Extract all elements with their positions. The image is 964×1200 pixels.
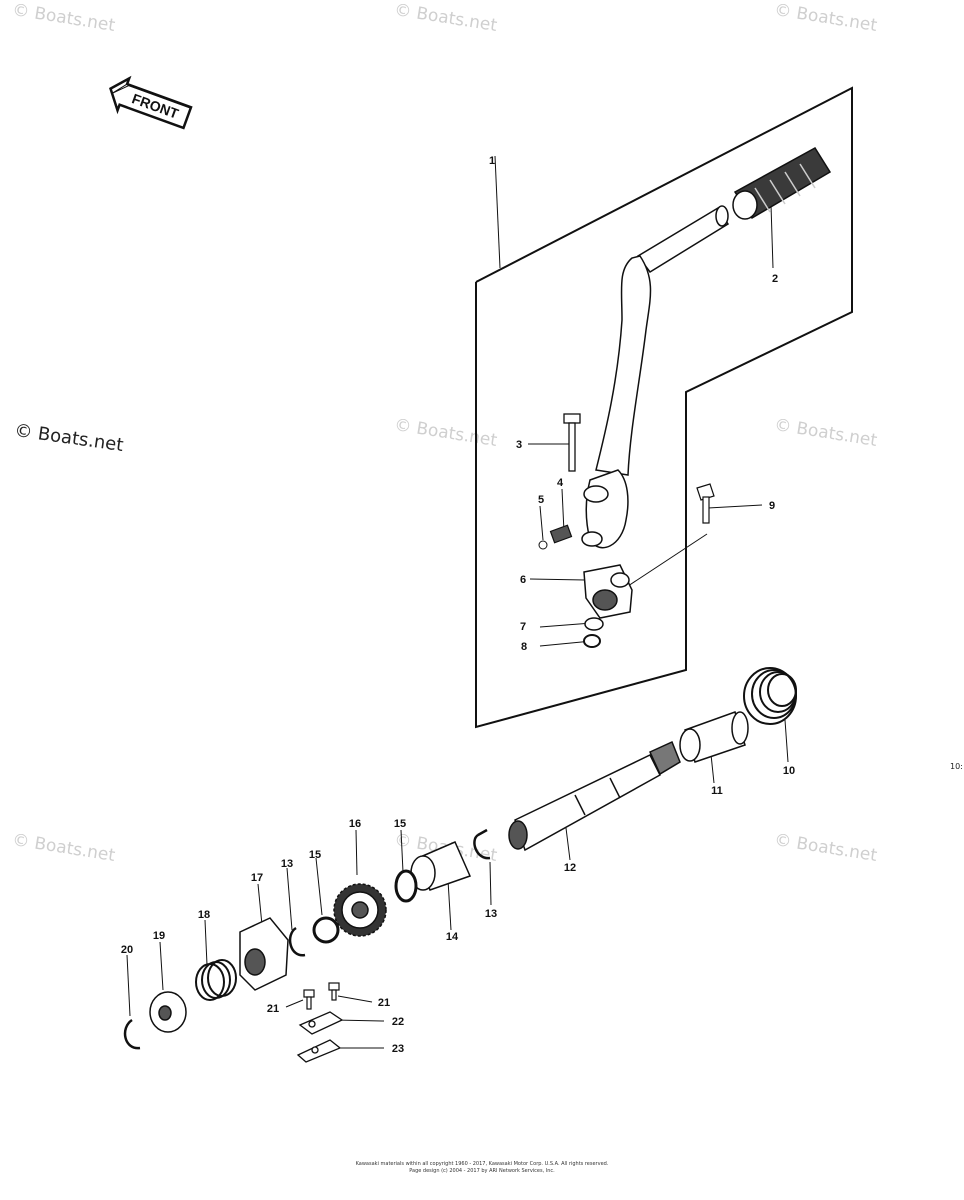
- circlip: [123, 1018, 141, 1050]
- pivot-pin: [563, 413, 581, 472]
- callout-11: 11: [711, 785, 723, 797]
- callout-18: 18: [198, 909, 210, 921]
- clamp-base: [583, 564, 633, 619]
- ratchet: [239, 917, 289, 991]
- ratchet-spring: [195, 959, 237, 1001]
- callout-8: 8: [521, 641, 527, 653]
- callout-1: 1: [489, 155, 495, 167]
- callout-10: 10: [783, 765, 795, 777]
- circlip: [473, 828, 491, 860]
- callout-6: 6: [520, 574, 526, 586]
- callout-15: 15: [309, 849, 321, 861]
- leader-lines: [126, 155, 789, 1049]
- callout-7: 7: [520, 621, 526, 633]
- assembly-outline: [475, 86, 853, 729]
- callout-22: 22: [392, 1016, 404, 1028]
- front-arrow-icon: FRONT: [109, 75, 193, 130]
- callout-23: 23: [392, 1043, 404, 1055]
- guide-bolt: [303, 982, 340, 1010]
- collar: [410, 841, 472, 891]
- lever-bolt: [696, 483, 715, 524]
- callout-numbers: 1 2 3 4 5 6 7 8 9 10 11 12 13 13 14 15 1…: [121, 155, 795, 1055]
- spring-guide: [679, 711, 749, 763]
- callout-17: 17: [251, 872, 263, 884]
- callout-5: 5: [538, 494, 544, 506]
- spring: [549, 524, 573, 544]
- spring-seat: [149, 991, 187, 1033]
- callout-21: 21: [378, 997, 390, 1009]
- callout-3: 3: [516, 439, 522, 451]
- ball: [538, 540, 548, 550]
- callout-14: 14: [446, 931, 459, 943]
- callout-4: 4: [557, 477, 564, 489]
- spacer-washer: [394, 869, 418, 903]
- ratchet-guide: [296, 1011, 344, 1063]
- circlip: [288, 926, 306, 957]
- pedal-rubber: [732, 147, 832, 220]
- copyright-line-2: Page design (c) 2004 - 2017 by ARI Netwo…: [409, 1168, 555, 1174]
- callout-19: 19: [153, 930, 165, 942]
- callout-15: 15: [394, 818, 406, 830]
- callout-21: 21: [267, 1003, 279, 1015]
- nut: [583, 634, 601, 648]
- kick-shaft: [508, 740, 681, 852]
- callout-16: 16: [349, 818, 361, 830]
- thrust-washer: [312, 916, 340, 944]
- callout-13: 13: [281, 858, 293, 870]
- copyright-line-1: Kawasaki materials within all copyright …: [355, 1161, 609, 1167]
- edge-text: 10:: [950, 762, 963, 771]
- callout-12: 12: [564, 862, 576, 874]
- callout-20: 20: [121, 944, 133, 956]
- washer: [584, 617, 604, 631]
- callout-2: 2: [772, 273, 778, 285]
- callout-13: 13: [485, 908, 497, 920]
- kick-pedal-lever: [581, 205, 730, 549]
- kick-gear: [333, 883, 387, 937]
- callout-9: 9: [769, 500, 775, 512]
- return-spring: [743, 667, 797, 725]
